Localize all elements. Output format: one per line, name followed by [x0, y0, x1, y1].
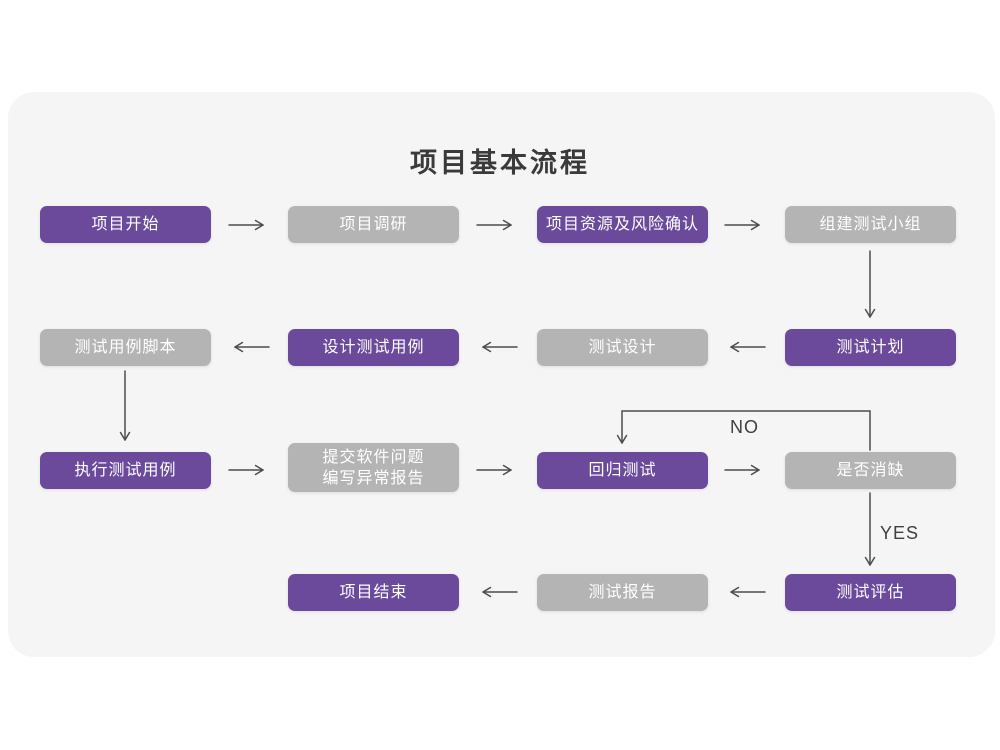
node-test-report: 测试报告	[537, 574, 708, 611]
node-project-end: 项目结束	[288, 574, 459, 611]
flowchart-card	[8, 92, 995, 657]
node-project-start: 项目开始	[40, 206, 211, 243]
node-test-plan: 测试计划	[785, 329, 956, 366]
node-submit-issue-report: 提交软件问题 编写异常报告	[288, 443, 459, 492]
edge-label-no: NO	[730, 417, 759, 437]
node-build-test-team: 组建测试小组	[785, 206, 956, 243]
node-regression-test: 回归测试	[537, 452, 708, 489]
node-test-evaluation: 测试评估	[785, 574, 956, 611]
node-execute-test-cases: 执行测试用例	[40, 452, 211, 489]
node-test-design: 测试设计	[537, 329, 708, 366]
node-design-test-cases: 设计测试用例	[288, 329, 459, 366]
node-test-case-script: 测试用例脚本	[40, 329, 211, 366]
edge-label-yes: YES	[880, 523, 920, 543]
node-project-research: 项目调研	[288, 206, 459, 243]
node-defect-cleared: 是否消缺	[785, 452, 956, 489]
page-title: 项目基本流程	[410, 148, 590, 178]
node-resource-risk-confirm: 项目资源及风险确认	[537, 206, 708, 243]
